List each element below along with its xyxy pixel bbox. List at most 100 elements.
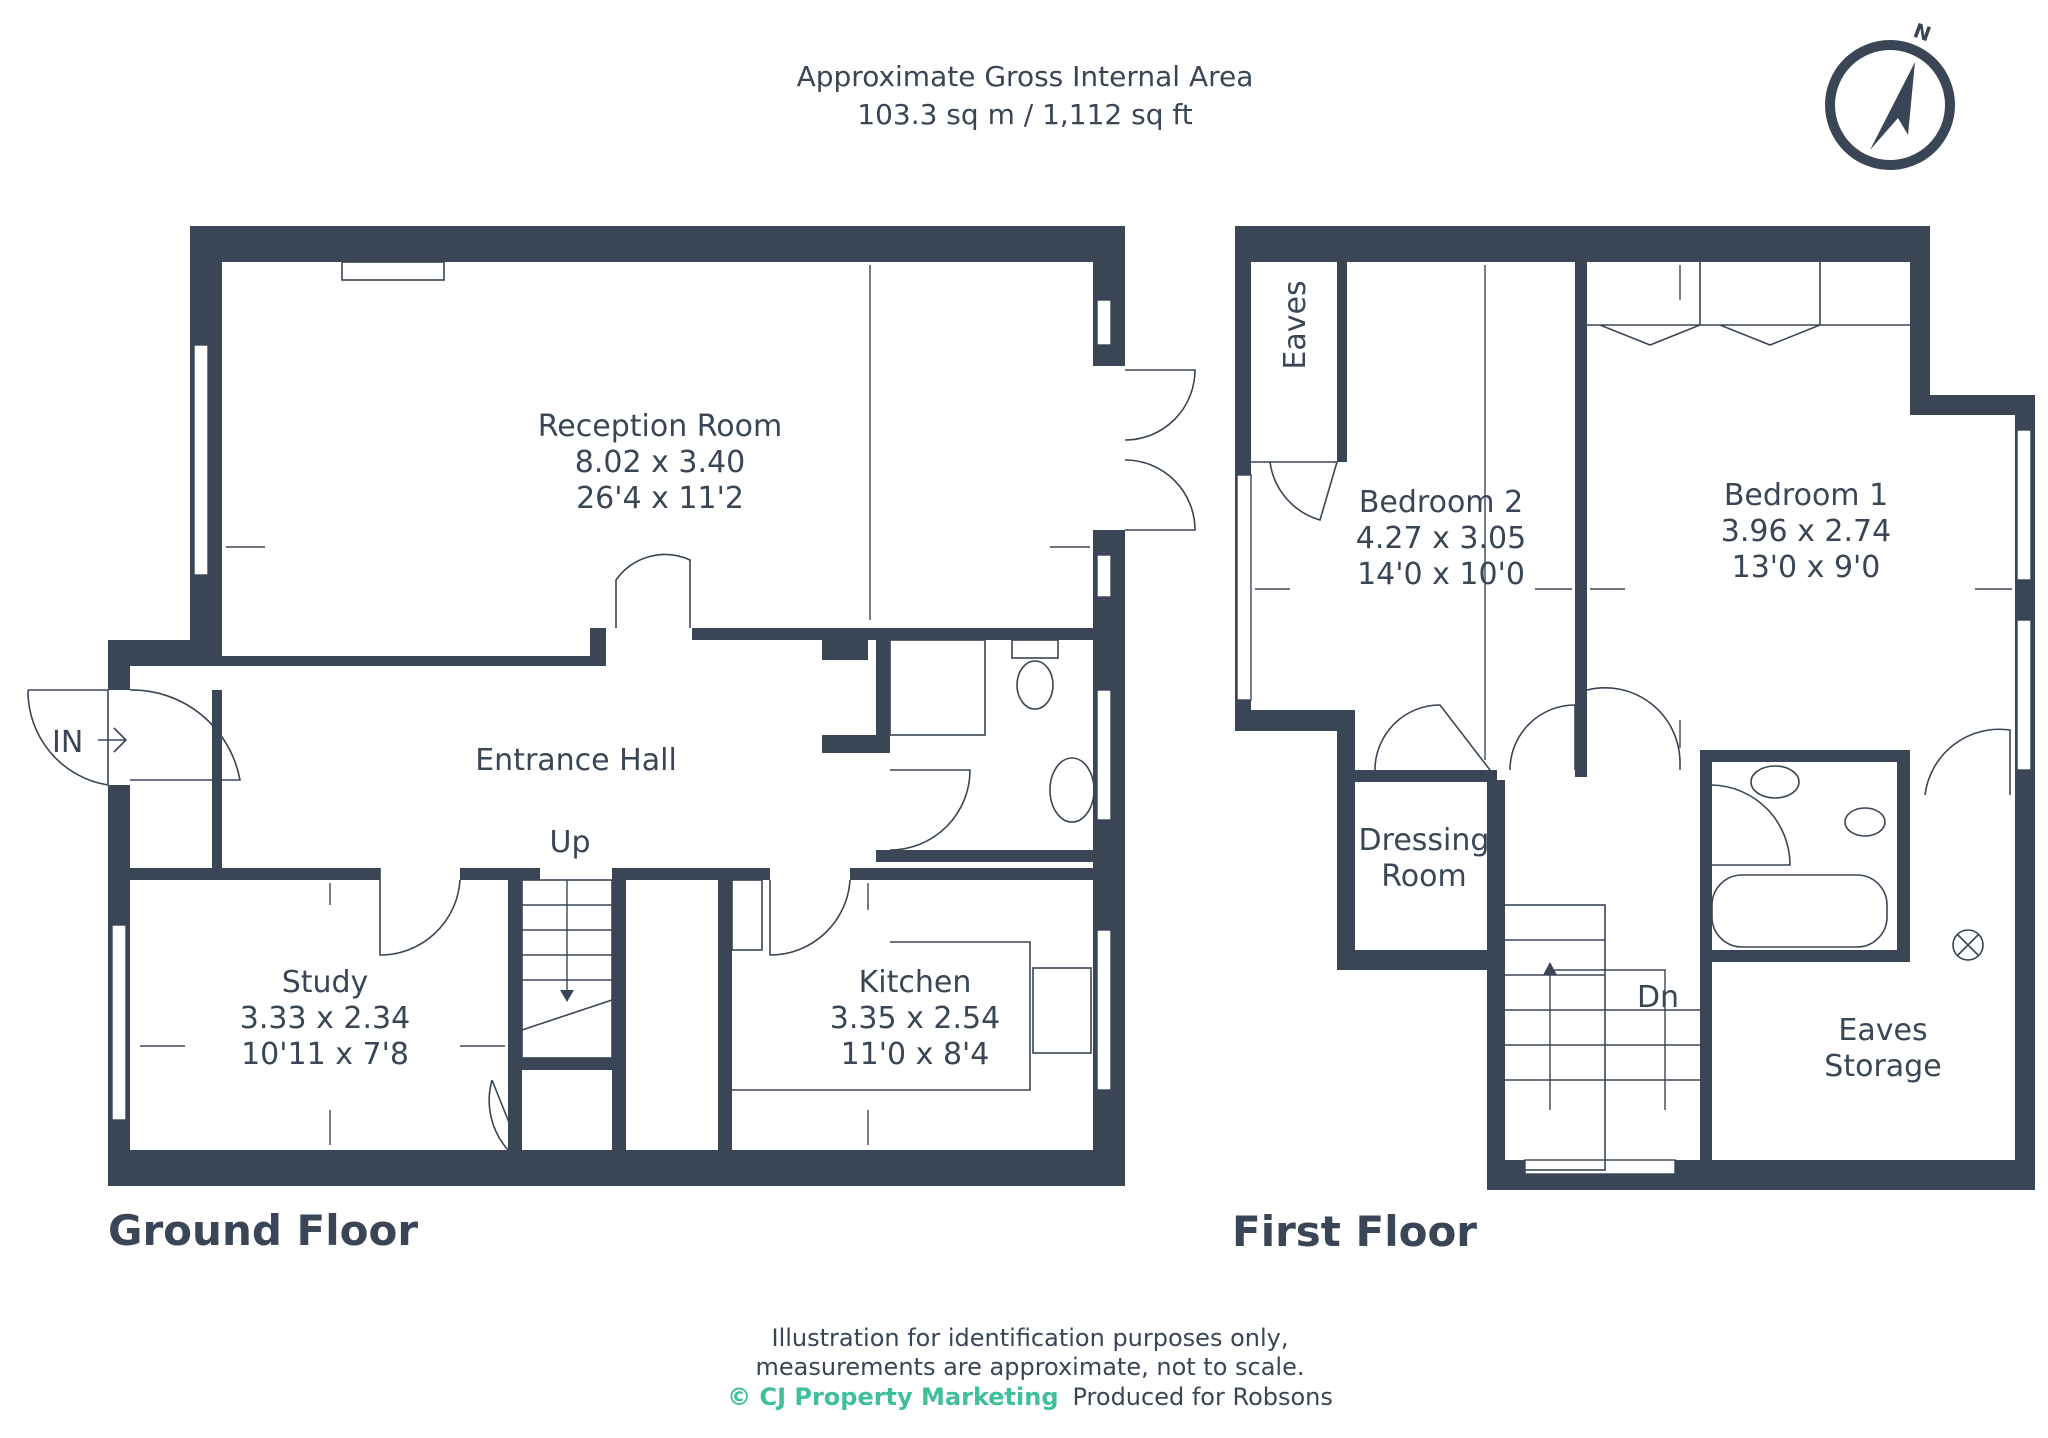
room-name-reception: Reception Room — [538, 409, 782, 444]
door-swing — [379, 868, 461, 956]
wall — [612, 868, 626, 1158]
brand-credit: © CJ Property Marketing — [727, 1383, 1058, 1411]
wall — [1235, 226, 1930, 262]
wall — [822, 735, 890, 753]
wall — [1897, 750, 1910, 962]
window — [1096, 929, 1112, 1091]
wall — [1337, 710, 1355, 970]
wall — [1487, 780, 1505, 1190]
area-header: Approximate Gross Internal Area 103.3 sq… — [797, 60, 1254, 131]
wall — [508, 1058, 623, 1070]
ground-floor-plan: Reception Room 8.02 x 3.40 26'4 x 11'2 E… — [27, 226, 1196, 1255]
window — [2016, 619, 2032, 771]
door-swing — [1924, 728, 2011, 796]
room-metric-bedroom-1: 3.96 x 2.74 — [1721, 514, 1891, 549]
door-swing — [488, 1079, 521, 1151]
stairs-down-label: Dn — [1637, 980, 1679, 1015]
basin-icon — [1049, 757, 1095, 823]
arrow-right-icon — [98, 727, 128, 753]
wall — [1700, 860, 1712, 1175]
floor-title-first: First Floor — [1232, 1207, 1477, 1256]
room-metric-study: 3.33 x 2.34 — [240, 1001, 410, 1036]
door-swing — [27, 689, 109, 786]
door-swing — [1586, 687, 1681, 770]
basin-icon — [1750, 765, 1800, 799]
wall — [1910, 226, 1930, 411]
wall — [876, 640, 890, 750]
window — [193, 344, 209, 576]
compass-north-label: N — [1910, 18, 1934, 46]
wall — [1575, 262, 1587, 777]
wall — [1910, 395, 2035, 415]
room-imperial-bedroom-2: 14'0 x 10'0 — [1357, 557, 1525, 592]
door-swing — [129, 689, 241, 781]
door-swing — [1124, 369, 1196, 441]
wall — [1700, 950, 1910, 962]
stairs-up-label: Up — [549, 825, 590, 860]
room-name-dressing-line1: Dressing — [1359, 823, 1490, 858]
room-name-dressing-line2: Room — [1381, 859, 1466, 894]
door-swing — [1374, 704, 1491, 771]
wall — [2015, 395, 2035, 1190]
wall — [508, 868, 522, 1158]
door-swing — [1251, 461, 1338, 521]
disclaimer-line1: Illustration for identification purposes… — [772, 1324, 1289, 1352]
wall — [460, 868, 540, 880]
room-name-bedroom-1: Bedroom 1 — [1724, 478, 1888, 513]
fireplace — [341, 261, 445, 281]
window — [1524, 1159, 1676, 1175]
window — [1096, 299, 1112, 346]
room-name-study: Study — [282, 965, 369, 1000]
wall — [1700, 750, 1712, 865]
disclaimer-footer: Illustration for identification purposes… — [727, 1324, 1333, 1411]
produced-for: Produced for Robsons — [1073, 1383, 1333, 1411]
wall — [590, 628, 606, 666]
wall — [718, 868, 732, 1158]
toilet-icon — [1844, 807, 1886, 837]
window — [1096, 689, 1112, 821]
wall — [692, 628, 1112, 640]
wall — [620, 868, 770, 880]
disclaimer-line2: measurements are approximate, not to sca… — [756, 1353, 1305, 1381]
room-name-eaves: Eaves — [1278, 280, 1313, 369]
window — [1096, 554, 1112, 598]
wall — [222, 656, 602, 666]
room-imperial-study: 10'11 x 7'8 — [241, 1037, 409, 1072]
cupboard — [731, 879, 763, 951]
wall — [108, 640, 130, 690]
door-swing — [615, 553, 691, 628]
wall — [1700, 750, 1910, 762]
door-swing — [1509, 704, 1576, 771]
door-swing — [889, 769, 971, 851]
room-metric-bedroom-2: 4.27 x 3.05 — [1356, 521, 1526, 556]
room-name-bedroom-2: Bedroom 2 — [1359, 485, 1523, 520]
door-swing — [1711, 784, 1791, 866]
room-imperial-bedroom-1: 13'0 x 9'0 — [1732, 550, 1881, 585]
room-name-eaves-storage-line2: Storage — [1824, 1049, 1941, 1084]
wall — [212, 690, 222, 868]
wall — [1337, 950, 1497, 970]
entry-label: IN — [52, 725, 83, 760]
shower-tray — [889, 639, 986, 736]
bath-icon — [1711, 874, 1888, 948]
room-metric-reception: 8.02 x 3.40 — [575, 445, 745, 480]
floor-title-ground: Ground Floor — [108, 1206, 418, 1255]
wall — [850, 868, 1100, 880]
sink-icon — [1032, 967, 1092, 1054]
wall — [1235, 710, 1355, 731]
compass-icon: N — [1825, 18, 1955, 170]
window — [111, 924, 127, 1121]
room-name-entrance-hall: Entrance Hall — [475, 743, 677, 778]
window — [1236, 474, 1252, 701]
door-swing — [1124, 459, 1196, 531]
stairs — [1499, 904, 1700, 1171]
wall — [1337, 262, 1347, 462]
room-name-eaves-storage-line1: Eaves — [1838, 1013, 1927, 1048]
wall — [1337, 770, 1497, 782]
door-swing — [769, 879, 851, 956]
cistern — [1011, 639, 1059, 659]
area-title: Approximate Gross Internal Area — [797, 60, 1254, 93]
wardrobe — [1587, 262, 1910, 346]
area-value: 103.3 sq m / 1,112 sq ft — [857, 98, 1193, 131]
